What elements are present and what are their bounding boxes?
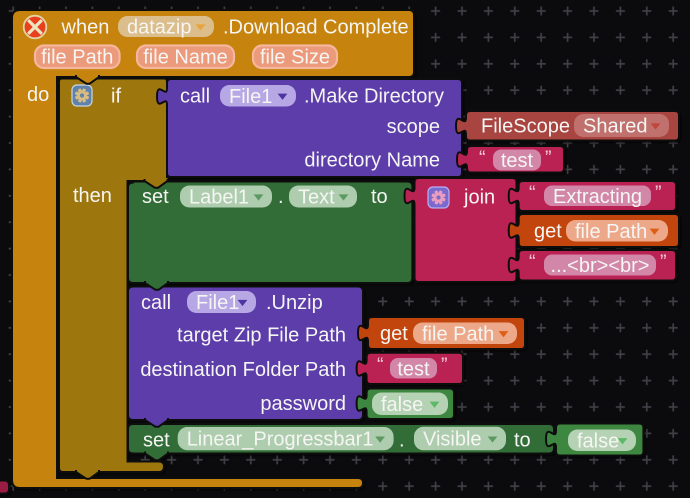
svg-text:to: to (514, 430, 531, 452)
svg-text:file Name: file Name (143, 47, 227, 69)
svg-text:Linear_Progressbar1: Linear_Progressbar1 (187, 429, 374, 451)
svg-text:scope: scope (387, 116, 440, 138)
svg-text:if: if (111, 86, 121, 108)
svg-text:false: false (381, 394, 423, 416)
svg-text:target Zip File Path: target Zip File Path (177, 325, 346, 347)
svg-text:set: set (142, 186, 169, 208)
svg-text:”: ” (660, 251, 667, 273)
svg-text:.Make Directory: .Make Directory (304, 86, 444, 108)
svg-text:“: “ (529, 182, 536, 204)
svg-text:File1: File1 (229, 86, 272, 108)
svg-text:“: “ (529, 251, 536, 273)
svg-text:directory Name: directory Name (304, 150, 440, 172)
svg-text:”: ” (545, 147, 552, 169)
svg-text:do: do (27, 84, 49, 106)
svg-text:destination Folder Path: destination Folder Path (140, 359, 346, 381)
svg-text:file Path: file Path (422, 323, 494, 345)
svg-text:”: ” (655, 182, 662, 204)
svg-text:file Path: file Path (41, 47, 113, 69)
svg-text:.Download Complete: .Download Complete (223, 17, 409, 39)
svg-text:get: get (534, 221, 562, 243)
svg-text:Label1: Label1 (189, 187, 249, 209)
svg-text:file Path: file Path (575, 221, 647, 243)
svg-text:to: to (371, 186, 388, 208)
svg-text:then: then (73, 185, 112, 207)
svg-text:”: ” (441, 354, 448, 376)
svg-text:Visible: Visible (423, 429, 482, 451)
svg-text:.: . (399, 430, 405, 452)
svg-text:File1: File1 (196, 292, 239, 314)
svg-text:call: call (141, 292, 171, 314)
svg-text:“: “ (479, 147, 486, 169)
svg-text:test: test (397, 358, 430, 380)
svg-text:when: when (61, 17, 110, 39)
svg-text:.Unzip: .Unzip (266, 292, 323, 314)
svg-text:FileScope: FileScope (481, 116, 570, 138)
svg-text:Extracting: Extracting (553, 186, 642, 208)
svg-text:set: set (143, 430, 170, 452)
svg-text:.: . (278, 186, 284, 208)
svg-text:“: “ (377, 354, 384, 376)
svg-text:call: call (180, 86, 210, 108)
svg-text:...<br><br>: ...<br><br> (551, 255, 650, 277)
svg-text:test: test (501, 150, 534, 172)
svg-text:Text: Text (298, 187, 335, 209)
svg-text:Shared: Shared (583, 116, 648, 138)
svg-text:get: get (380, 323, 408, 345)
svg-text:false: false (577, 430, 619, 452)
svg-text:datazip: datazip (127, 17, 192, 39)
svg-text:password: password (260, 393, 346, 415)
svg-text:file Size: file Size (260, 47, 330, 69)
svg-text:join: join (463, 187, 495, 209)
